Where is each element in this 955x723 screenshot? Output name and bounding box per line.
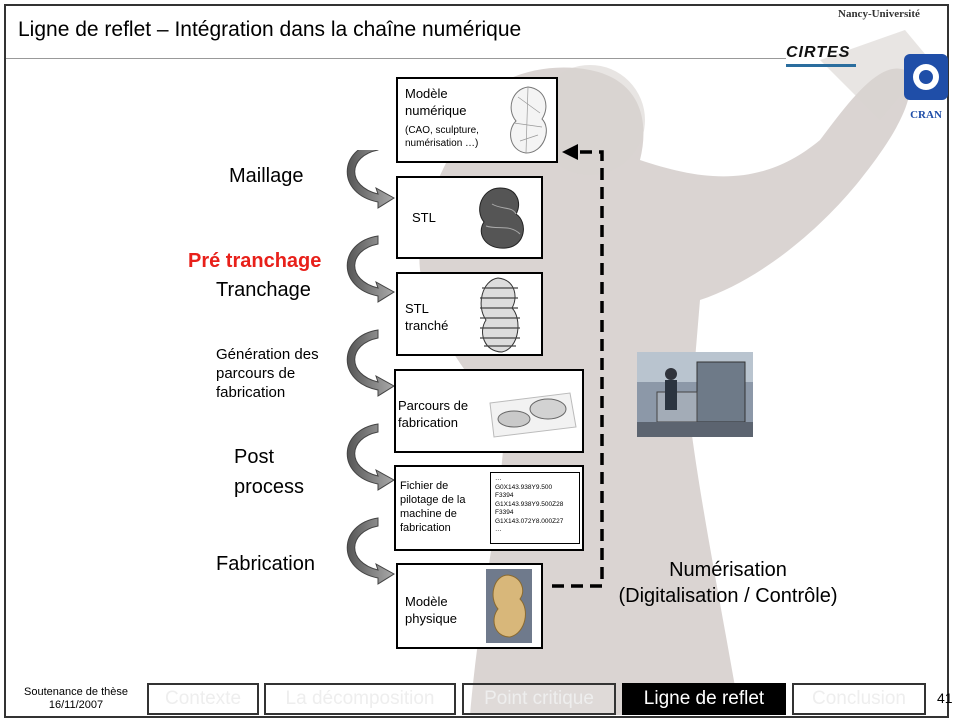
page-number: 41: [937, 690, 953, 706]
nav-tab-contexte[interactable]: Contexte: [147, 683, 259, 715]
cirtes-logo: CIRTES: [786, 44, 888, 70]
stl-label: STL: [412, 210, 436, 225]
step-generation: Génération des parcours de fabrication: [216, 345, 319, 402]
fichier-line3: machine de: [400, 508, 457, 520]
fichier-line2: pilotage de la: [400, 494, 466, 506]
digitalisation-machine-photo: [637, 352, 753, 437]
footer-event-date: 16/11/2007: [48, 699, 104, 711]
box-stl: STL: [396, 176, 543, 259]
cirtes-logo-underline: [786, 64, 856, 67]
gcode-line: …: [495, 526, 502, 533]
gcode-line: G1X143.938Y9.500Z28: [495, 500, 564, 508]
cran-logo-text: CRAN: [910, 109, 942, 121]
box-modele-physique: Modèle physique: [396, 563, 543, 649]
box-parcours: Parcours de fabrication: [394, 369, 584, 453]
nancy-universite-logo-text: Nancy-Université: [838, 8, 920, 20]
step-generation-line2: parcours de: [216, 365, 296, 382]
modele-numerique-sub1: (CAO, sculpture,: [405, 125, 479, 136]
gcode-line: G1X143.072Y8.000Z27: [495, 517, 564, 525]
parcours-line2: fabrication: [398, 415, 458, 430]
modele-numerique-line1: Modèle: [405, 86, 448, 101]
step-maillage: Maillage: [229, 165, 304, 187]
cran-logo: CRAN: [898, 52, 954, 122]
stl-tranche-line2: tranché: [405, 318, 449, 333]
physical-model-photo: [486, 569, 532, 643]
gcode-line: G0X143.938Y9.500: [495, 483, 553, 491]
box-modele-numerique: Modèle numérique (CAO, sculpture, numéri…: [396, 77, 558, 163]
stl-tranche-line1: STL: [405, 301, 429, 316]
cao-model-thumbnail: [510, 86, 547, 154]
step-pre-tranchage: Pré tranchage: [188, 250, 322, 272]
box-stl-tranche: STL tranché: [396, 272, 543, 356]
footer-event: Soutenance de thèse 16/11/2007: [12, 686, 140, 712]
numerisation-line1: Numérisation: [669, 559, 787, 581]
toolpath-thumbnail: [489, 392, 577, 438]
numerisation-line2: (Digitalisation / Contrôle): [618, 585, 838, 607]
modele-numerique-sub2: numérisation …): [405, 138, 479, 149]
nav-tab-conclusion[interactable]: Conclusion: [792, 683, 926, 715]
gcode-line: F3394: [495, 492, 514, 499]
step-generation-line3: fabrication: [216, 384, 286, 401]
numerisation-feedback-arrow: [552, 144, 604, 588]
page-title: Ligne de reflet – Intégration dans la ch…: [18, 18, 522, 41]
modele-physique-line1: Modèle: [405, 594, 448, 609]
nav-tab-point-critique[interactable]: Point critique: [462, 683, 616, 715]
gcode-line: F3394: [495, 509, 514, 516]
step-post-line1: Post: [234, 446, 275, 468]
nav-tab-decomposition[interactable]: La décomposition: [264, 683, 456, 715]
fichier-line1: Fichier de: [400, 480, 449, 492]
gcode-line: …: [495, 475, 502, 482]
sliced-stl-thumbnail: [480, 277, 520, 353]
fichier-line4: fabrication: [400, 522, 451, 534]
step-generation-line1: Génération des: [216, 346, 319, 363]
cirtes-logo-text: CIRTES: [786, 44, 851, 61]
nancy-universite-logo: Nancy-Université: [838, 4, 954, 22]
title-divider: [6, 58, 786, 59]
box-fichier-pilotage: Fichier de pilotage de la machine de fab…: [394, 465, 584, 551]
cran-logo-icon: [904, 54, 948, 100]
nav-tab-ligne-de-reflet[interactable]: Ligne de reflet: [622, 683, 786, 715]
gcode-listing: … G0X143.938Y9.500 F3394 G1X143.938Y9.50…: [490, 472, 580, 544]
stl-model-thumbnail: [479, 187, 524, 249]
step-arrows: [346, 150, 395, 585]
step-tranchage: Tranchage: [216, 279, 311, 301]
modele-numerique-line2: numérique: [405, 103, 467, 118]
numerisation-caption: Numérisation (Digitalisation / Contrôle): [608, 557, 848, 609]
step-fabrication: Fabrication: [216, 553, 315, 575]
footer-event-line1: Soutenance de thèse: [24, 686, 128, 698]
slide-frame: [4, 4, 949, 718]
step-post-line2: process: [234, 476, 305, 498]
parcours-line1: Parcours de: [398, 398, 469, 413]
modele-physique-line2: physique: [405, 611, 458, 626]
